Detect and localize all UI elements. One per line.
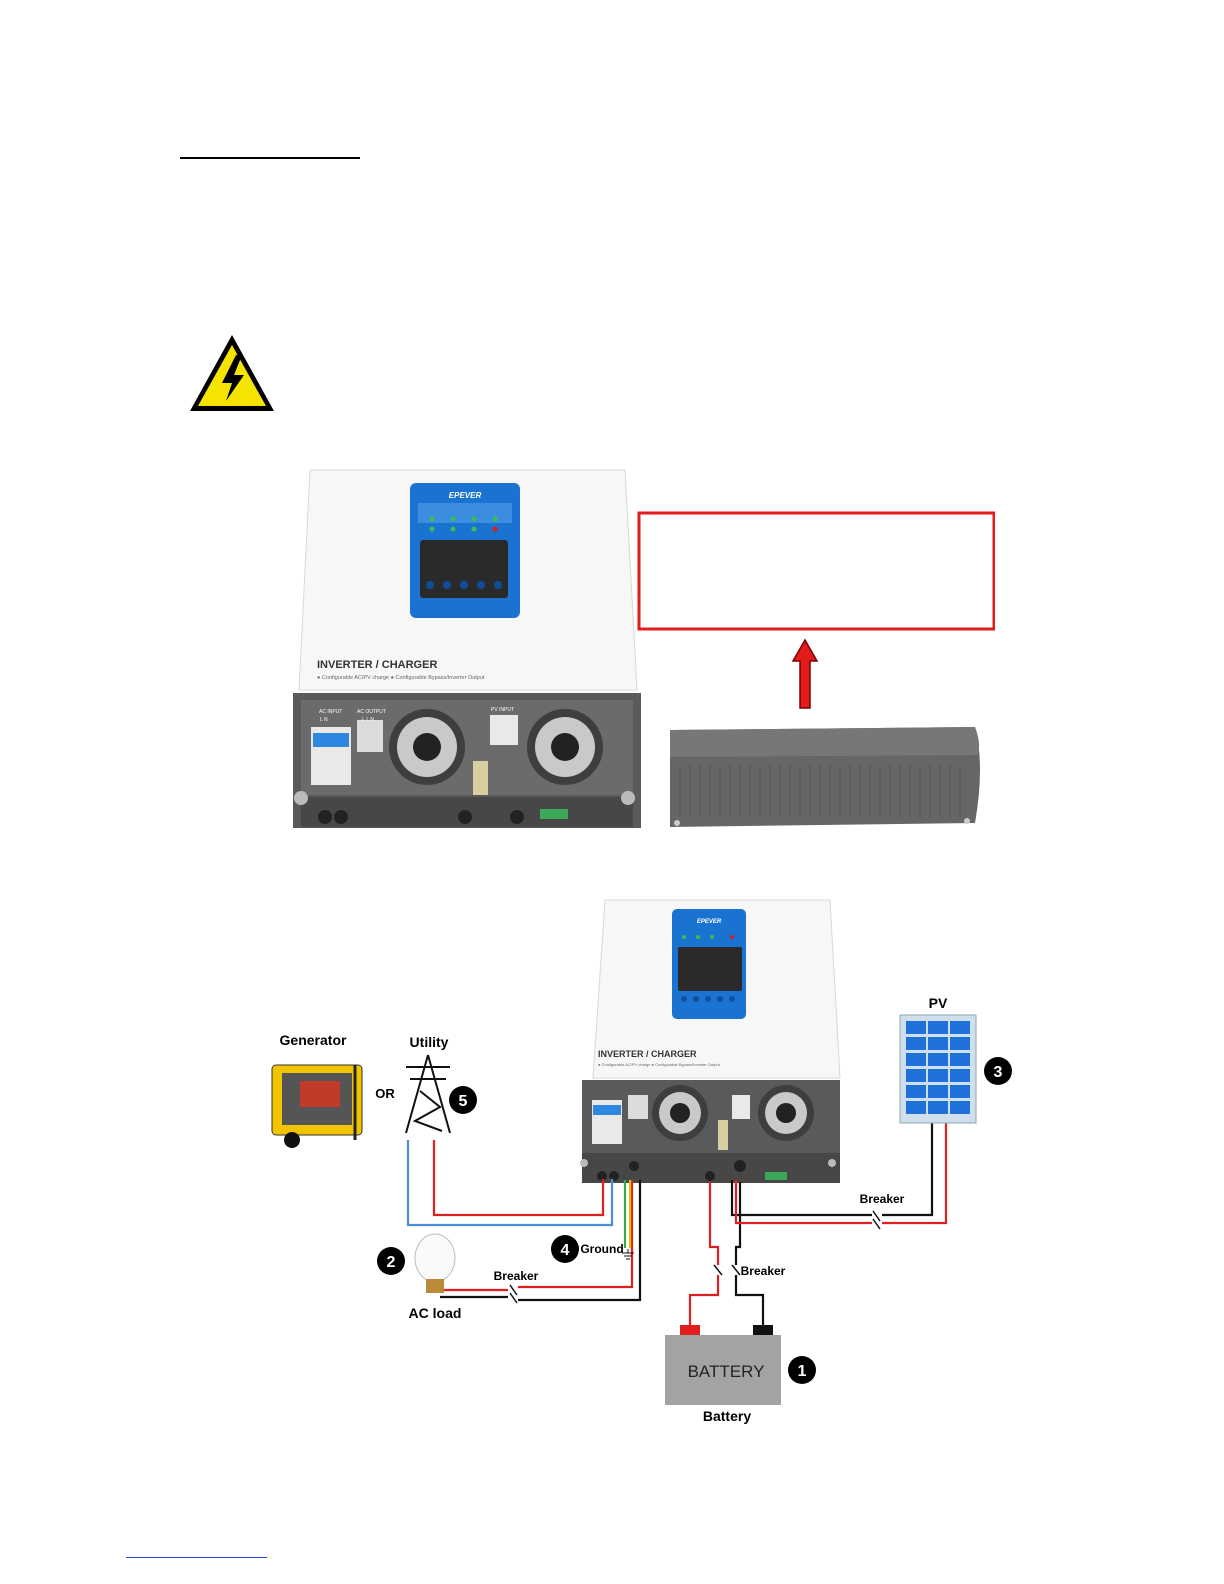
product-label: INVERTER / CHARGER [317,659,437,671]
inverter-cover-removal-figure: EPEVER INVERTER / CHARGER ● Configurable… [293,469,995,828]
red-up-arrow [791,638,819,709]
battery-icon [665,1325,781,1405]
svg-text:3: 3 [994,1064,1003,1081]
breaker-ac-label: Breaker [494,1269,539,1283]
inverter-unit: EPEVER INVERTER / CHARGER ● Configurable… [580,899,841,1183]
brand-logo: EPEVER [449,491,482,500]
svg-text:1: 1 [798,1363,807,1380]
marker-1: 1 [788,1356,816,1384]
pv-wires [730,1122,948,1225]
ac-output-terminal-label: AC OUTPUT [357,709,386,715]
notice-box [637,511,995,631]
breaker-symbols [509,1210,881,1304]
ac-input-ln-label: L N [320,717,328,723]
ac-output-wires [440,1180,642,1302]
battery-box-label: BATTERY [688,1362,765,1381]
svg-text:5: 5 [459,1093,468,1110]
or-label: OR [375,1086,395,1101]
marker-5: 5 [449,1086,477,1114]
marker-2: 2 [377,1247,405,1275]
heading-underline [180,157,360,159]
svg-text:4: 4 [561,1242,570,1259]
product-features: ● Configurable AC/PV charge ● Configurab… [598,1062,721,1067]
light-bulb-icon [414,1233,456,1293]
system-wiring-diagram: EPEVER INVERTER / CHARGER ● Configurable… [271,899,1012,1424]
breaker-pv-label: Breaker [860,1192,905,1206]
ac-input-terminal-label: AC INPUT [319,709,342,715]
pv-label: PV [929,995,948,1011]
pv-panel-icon [899,1014,977,1124]
generator-label: Generator [280,1032,347,1048]
pv-input-terminal-label: PV INPUT [491,707,514,713]
footer-link-underline[interactable] [126,1557,267,1558]
ac-load-label: AC load [409,1305,462,1321]
high-voltage-warning-icon [190,335,274,411]
battery-wires [688,1182,765,1333]
ground-symbol-icon [622,1249,634,1260]
generator-illustration [271,1064,363,1148]
marker-4: 4 [551,1235,579,1263]
utility-label: Utility [410,1034,449,1050]
product-features: ● Configurable AC/PV charge ● Configurab… [317,675,485,681]
utility-pylon-icon [405,1054,451,1134]
svg-text:2: 2 [387,1254,396,1271]
marker-3: 3 [984,1057,1012,1085]
breaker-battery-label: Breaker [741,1264,786,1278]
product-label: INVERTER / CHARGER [598,1049,697,1059]
ac-output-ln-label: ⏚ L N [360,716,374,723]
ground-label: Ground [580,1242,623,1256]
ac-input-wires [406,1140,614,1227]
battery-label: Battery [703,1408,751,1424]
brand-logo: EPEVER [697,919,722,925]
removed-front-cover [670,727,980,827]
inverter-unit: EPEVER INVERTER / CHARGER ● Configurable… [293,469,641,828]
